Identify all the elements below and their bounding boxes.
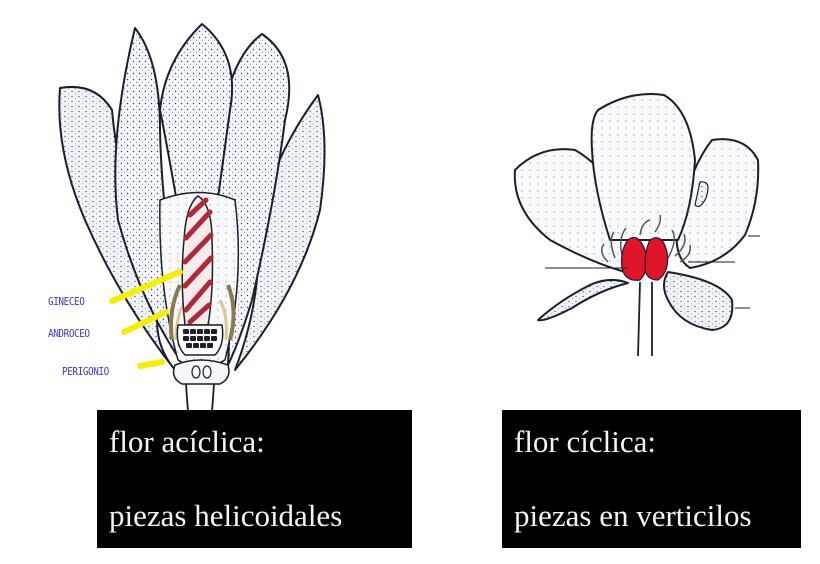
caption-acyclic-title: flor acíclica: bbox=[109, 424, 265, 459]
label-gineceo: GINECEO bbox=[48, 295, 85, 308]
caption-acyclic: flor acíclica: piezas helicoidales bbox=[97, 410, 412, 548]
caption-cyclic-title: flor cíclica: bbox=[514, 424, 656, 459]
caption-cyclic: flor cíclica: piezas en verticilos bbox=[502, 410, 801, 548]
caption-cyclic-desc: piezas en verticilos bbox=[514, 498, 752, 533]
label-androceo: ANDROCEO bbox=[48, 327, 90, 340]
label-pointer-lines bbox=[109, 269, 183, 369]
cyclic-flower-drawing bbox=[513, 93, 760, 357]
caption-acyclic-desc: piezas helicoidales bbox=[109, 498, 343, 533]
label-perigonio: PERIGONIO bbox=[62, 365, 109, 378]
acyclic-flower-drawing bbox=[58, 23, 326, 413]
